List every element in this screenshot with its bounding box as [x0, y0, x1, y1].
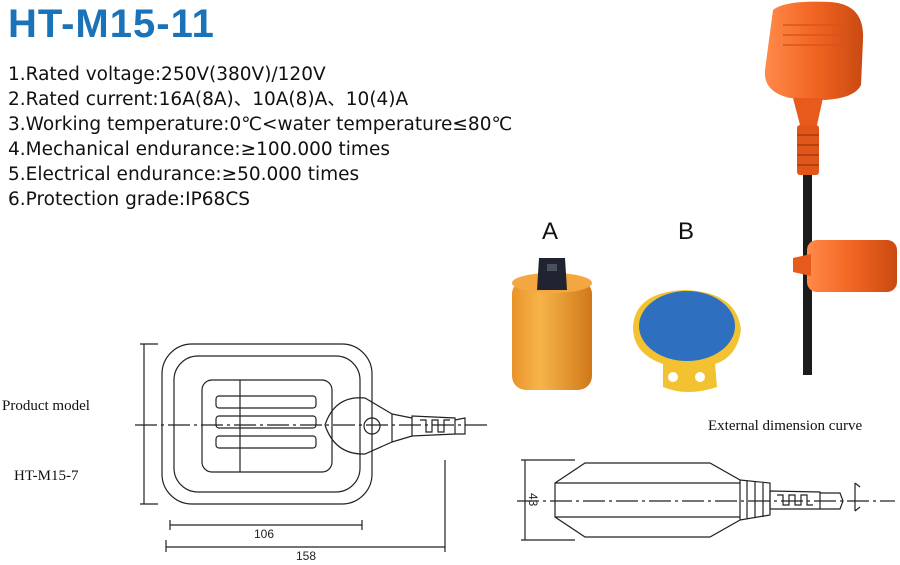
spec-item: 1.Rated voltage:250V(380V)/120V [8, 64, 326, 85]
model-name: HT-M15-7 [14, 468, 79, 484]
spec-item: 5.Electrical endurance:≥50.000 times [8, 164, 360, 185]
side-view-drawing: 43 [517, 459, 895, 541]
variant-a-label: A [542, 218, 559, 245]
spec-item: 2.Rated current:16A(8A)、10A(8)A、10(4)A [8, 89, 409, 110]
float-switch-photo [764, 1, 897, 375]
external-dimension-label: External dimension curve [708, 418, 863, 434]
spec-item: 3.Working temperature:0℃<water temperatu… [8, 114, 513, 135]
dim-total-width-label: 158 [296, 549, 316, 563]
spec-list: 1.Rated voltage:250V(380V)/120V 2.Rated … [8, 62, 512, 212]
dim-side-height-label: 43 [526, 493, 540, 507]
dim-inner-width-label: 106 [254, 527, 274, 541]
spec-item: 4.Mechanical endurance:≥100.000 times [8, 139, 390, 160]
variant-b-label: B [678, 218, 695, 245]
spec-item: 6.Protection grade:IP68CS [8, 189, 250, 210]
product-model-label: Product model [2, 398, 90, 414]
variant-a-float-image [512, 258, 592, 390]
variant-b-float-image [633, 290, 741, 392]
page-title: HT-M15-11 [8, 2, 215, 46]
top-view-drawing: 88 106 158 [135, 343, 490, 563]
